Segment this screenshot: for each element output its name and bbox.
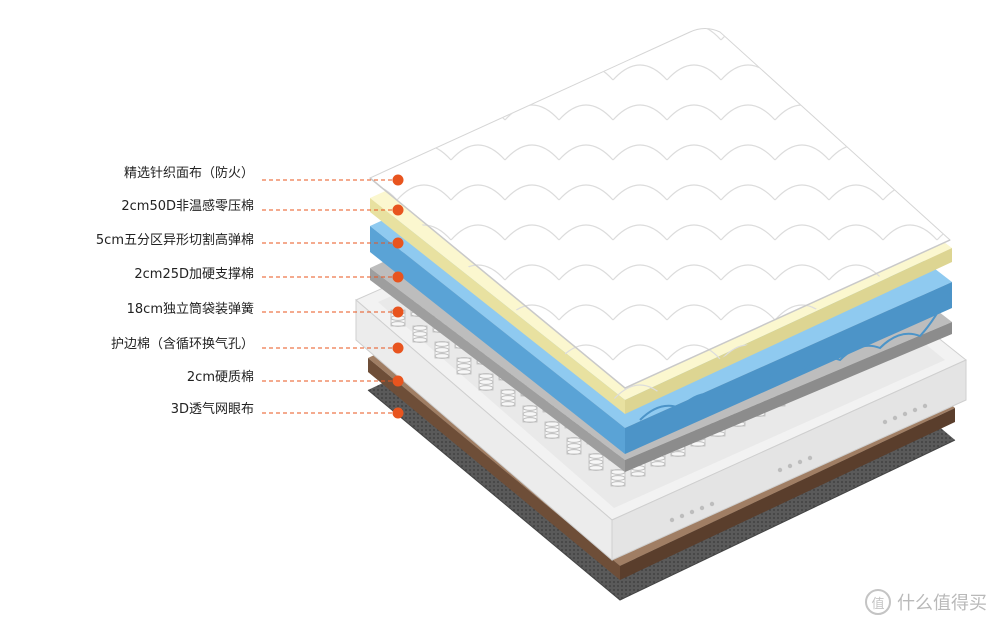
- label-comfort-foam: 2cm50D非温感零压棉: [121, 199, 254, 214]
- callout-dot-support-foam: [392, 271, 404, 283]
- callout-dot-pocket-springs: [392, 306, 404, 318]
- label-knit-fabric: 精选针织面布（防火）: [123, 166, 254, 181]
- label-edge-foam: 护边棉（含循环换气孔）: [110, 337, 254, 352]
- callout-dot-knit-fabric: [392, 174, 404, 186]
- label-mesh-fabric: 3D透气网眼布: [170, 402, 254, 417]
- callout-dot-zoned-foam: [392, 237, 404, 249]
- label-pocket-springs: 18cm独立筒袋装弹簧: [126, 302, 254, 317]
- label-zoned-foam: 5cm五分区异形切割高弹棉: [95, 233, 254, 248]
- callout-dot-mesh-fabric: [392, 407, 404, 419]
- watermark: 值 什么值得买: [865, 589, 987, 615]
- label-hard-cotton: 2cm硬质棉: [186, 370, 254, 385]
- watermark-logo: 值: [865, 589, 891, 615]
- callouts: [262, 174, 404, 419]
- label-support-foam: 2cm25D加硬支撑棉: [134, 267, 254, 282]
- callout-dot-edge-foam: [392, 342, 404, 354]
- callout-dot-comfort-foam: [392, 204, 404, 216]
- watermark-text: 什么值得买: [897, 593, 987, 614]
- callout-dot-hard-cotton: [392, 375, 404, 387]
